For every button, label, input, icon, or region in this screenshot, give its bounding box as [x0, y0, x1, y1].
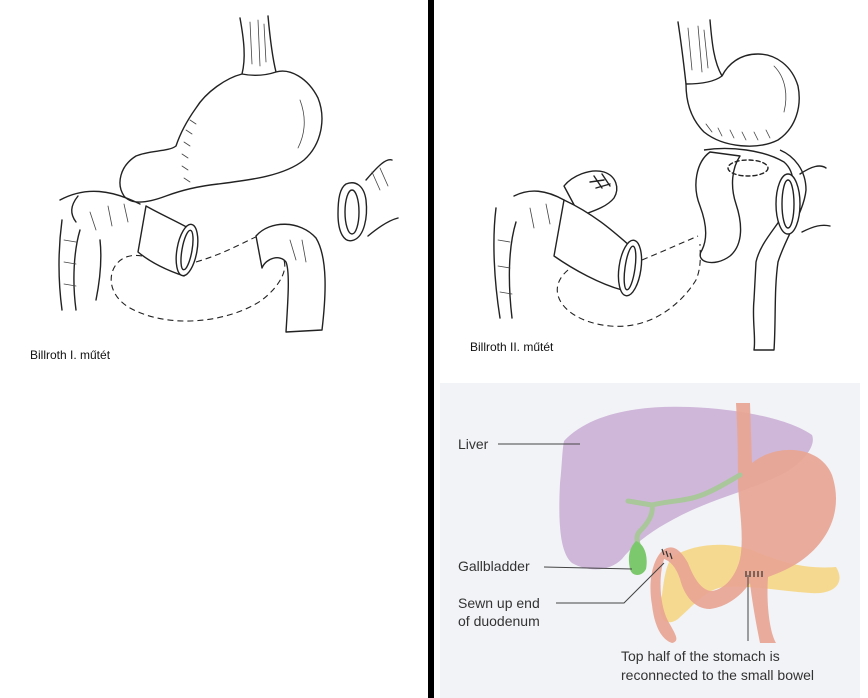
stomach-remnant [685, 53, 800, 147]
liver-label: Liver [458, 436, 489, 452]
gallbladder-label: Gallbladder [458, 558, 530, 574]
stomach-remnant [119, 70, 323, 203]
billroth-2-illustration [493, 19, 831, 351]
panel-divider [428, 0, 434, 698]
pancreas-shape [659, 544, 840, 623]
anatomy-illustration [498, 403, 840, 643]
billroth-2-caption: Billroth II. műtét [470, 340, 554, 354]
billroth-2-panel: Billroth II. műtét [434, 0, 868, 370]
stomach-label-line2: reconnected to the small bowel [621, 667, 814, 683]
billroth-1-panel: Billroth I. műtét [0, 0, 428, 698]
anatomy-panel: Liver Gallbladder Sewn up end of duodenu… [440, 383, 860, 698]
stomach-shape [650, 403, 836, 643]
sewn-label-line1: Sewn up end [458, 595, 540, 611]
sewn-label-line2: of duodenum [458, 613, 540, 629]
stomach-label-line1: Top half of the stomach is [621, 648, 780, 664]
billroth-1-caption: Billroth I. műtét [30, 348, 111, 362]
gallbladder-shape [628, 541, 647, 575]
billroth-1-illustration [58, 15, 399, 333]
